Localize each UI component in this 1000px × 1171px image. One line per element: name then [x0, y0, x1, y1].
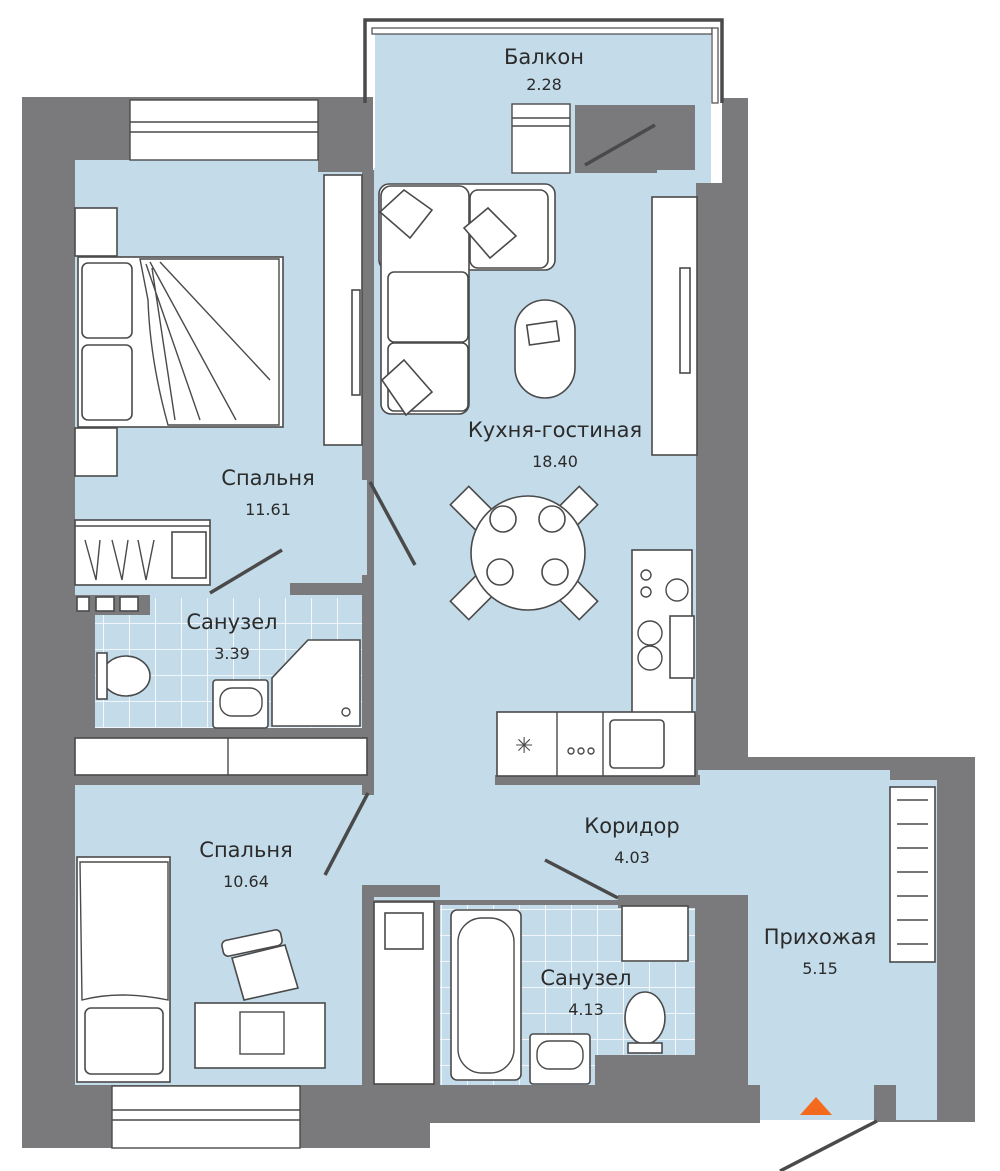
- washbasin: [529, 1033, 591, 1085]
- window-balcony-door: [511, 103, 571, 174]
- nightstand-top: [74, 207, 118, 257]
- pillow: [81, 344, 133, 421]
- room-label-kitchen: Кухня-гостиная 18.40: [455, 417, 655, 473]
- bedroom2-furniture: [74, 737, 368, 1083]
- hallway-wardrobe: [889, 786, 936, 963]
- room-name: Прихожая: [763, 925, 877, 949]
- pillow: [84, 1007, 164, 1075]
- room-area: 3.39: [214, 644, 250, 663]
- room-name: Спальня: [199, 838, 293, 862]
- wardrobe-bedroom2: [74, 737, 368, 776]
- room-area: 5.15: [802, 959, 838, 978]
- room-label-bedroom1: Спальня 11.61: [208, 465, 328, 521]
- bath1-fixtures: [96, 639, 361, 729]
- room-name: Коридор: [584, 814, 680, 838]
- dining-set: [449, 485, 599, 621]
- room-area: 10.64: [223, 872, 269, 891]
- doors: [209, 123, 878, 1171]
- desk: [194, 1002, 326, 1069]
- room-area: 4.13: [568, 1000, 604, 1019]
- washbasin: [212, 679, 269, 729]
- toilet: [101, 655, 151, 697]
- bathtub: [450, 909, 522, 1081]
- bath2-fixtures: [373, 901, 689, 1085]
- room-name: Балкон: [504, 45, 584, 69]
- shower-cabin: [271, 639, 361, 727]
- blanket: [139, 258, 280, 426]
- office-chair: [231, 944, 300, 1001]
- room-label-corridor: Коридор 4.03: [572, 813, 692, 869]
- interior-walls: [22, 97, 896, 1148]
- entrance-triangle-icon: [800, 1097, 832, 1115]
- room-label-bedroom2: Спальня 10.64: [186, 837, 306, 893]
- room-label-hallway: Прихожая 5.15: [755, 924, 885, 980]
- room-name: Санузел: [186, 610, 278, 634]
- window-bedroom1: [129, 99, 319, 161]
- cushion-icon: [378, 188, 434, 240]
- room-label-bath1: Санузел 3.39: [172, 609, 292, 665]
- pillow: [81, 262, 133, 339]
- window-bedroom2: [111, 1085, 301, 1149]
- kitchen-sink: [609, 719, 665, 769]
- cushion-icon: [462, 206, 518, 260]
- room-label-bath2: Санузел 4.13: [526, 965, 646, 1021]
- cushion-icon: [380, 358, 434, 417]
- washing-machine: [621, 905, 689, 962]
- windows: [111, 99, 571, 1149]
- fridge-snowflake-icon: ✳: [515, 734, 533, 759]
- room-area: 4.03: [614, 848, 650, 867]
- room-area: 2.28: [526, 75, 562, 94]
- kitchen-furniture: ✳: [323, 174, 698, 777]
- room-area: 18.40: [532, 452, 578, 471]
- coffee-table: [514, 299, 576, 399]
- room-label-balcony: Балкон 2.28: [484, 44, 604, 96]
- laundry-basket-icon: [171, 531, 207, 579]
- nightstand-bottom: [74, 427, 118, 477]
- bedroom1-furniture: [74, 207, 284, 612]
- room-area: 11.61: [245, 500, 291, 519]
- room-name: Санузел: [540, 966, 632, 990]
- room-name: Кухня-гостиная: [467, 418, 643, 442]
- dining-table: [470, 495, 586, 611]
- balcony-frame: [363, 18, 724, 104]
- hangers: [84, 539, 155, 581]
- stove-hood: [669, 615, 695, 679]
- room-name: Спальня: [221, 466, 315, 490]
- closet-corridor: [373, 901, 435, 1085]
